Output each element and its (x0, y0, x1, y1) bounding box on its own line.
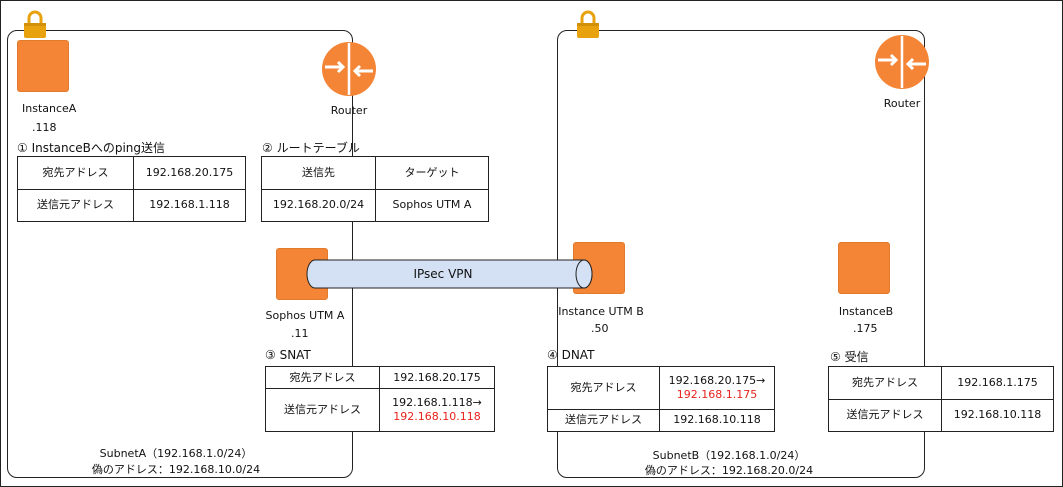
row-value: 192.168.20.175→ 192.168.1.175 (659, 366, 775, 410)
subnet-b-alias: 偽のアドレス：192.168.20.0/24 (644, 464, 814, 477)
column-header: 送信先 (261, 156, 376, 190)
row-label: 宛先アドレス (17, 156, 134, 190)
original-destination: 192.168.20.175→ (668, 373, 766, 387)
row-label: 宛先アドレス (828, 366, 942, 400)
row-label: 宛先アドレス (265, 365, 380, 390)
step5-table: 宛先アドレス 192.168.1.175 送信元アドレス 192.168.10.… (828, 366, 1054, 432)
subnet-a-alias: 偽のアドレス：192.168.10.0/24 (91, 463, 261, 476)
table-header-row: 送信先 ターゲット (261, 156, 489, 190)
row-value: 192.168.10.118 (941, 398, 1054, 432)
row-label: 送信元アドレス (547, 408, 660, 433)
ipsec-vpn-tunnel (306, 259, 593, 289)
translated-source: 192.168.10.118 (393, 410, 481, 424)
router-a-label: Router (330, 104, 368, 117)
column-header: ターゲット (375, 156, 489, 190)
step4-title: ④ DNAT (547, 348, 595, 362)
instance-a-icon (17, 40, 69, 92)
sophos-utm-a-ip: .11 (291, 327, 309, 340)
table-row: 送信元アドレス 192.168.10.118 (828, 398, 1054, 432)
step3-title: ③ SNAT (265, 348, 311, 362)
instance-b-ip: .175 (853, 322, 878, 335)
step2-title: ② ルートテーブル (262, 141, 360, 155)
row-value: 192.168.1.118 (133, 188, 246, 222)
table-row: 送信元アドレス 192.168.1.118→ 192.168.10.118 (265, 388, 495, 432)
row-value: 192.168.20.175 (379, 365, 495, 390)
step4-table: 宛先アドレス 192.168.20.175→ 192.168.1.175 送信元… (547, 366, 775, 433)
subnet-a-label: SubnetA（192.168.1.0/24） (99, 447, 253, 460)
instance-b-label: InstanceB (838, 305, 894, 318)
row-label: 送信元アドレス (265, 388, 380, 432)
table-row: 送信元アドレス 192.168.10.118 (547, 408, 775, 433)
table-row: 宛先アドレス 192.168.20.175→ 192.168.1.175 (547, 366, 775, 410)
step3-table: 宛先アドレス 192.168.20.175 送信元アドレス 192.168.1.… (265, 365, 495, 432)
step1-title: ① InstanceBへのping送信 (17, 141, 166, 155)
router-b-label: Router (883, 97, 921, 110)
row-value: 192.168.1.175 (941, 366, 1054, 400)
original-source: 192.168.1.118→ (392, 396, 482, 410)
table-row: 192.168.20.0/24 Sophos UTM A (261, 188, 489, 222)
router-icon (875, 35, 929, 89)
translated-destination: 192.168.1.175 (676, 387, 758, 401)
table-row: 送信元アドレス 192.168.1.118 (17, 188, 246, 222)
instance-utm-b-ip: .50 (591, 322, 609, 335)
table-row: 宛先アドレス 192.168.20.175 (17, 156, 246, 190)
instance-a-ip: .118 (32, 121, 57, 134)
destination-cell: 192.168.20.0/24 (261, 188, 376, 222)
subnet-b-box (557, 30, 925, 478)
instance-b-icon (838, 242, 890, 294)
padlock-icon (577, 10, 599, 38)
row-label: 宛先アドレス (547, 366, 660, 410)
row-label: 送信元アドレス (828, 398, 942, 432)
instance-utm-b-label: Instance UTM B (558, 305, 644, 318)
router-icon (322, 42, 376, 96)
instance-a-label: InstanceA (22, 102, 77, 115)
table-row: 宛先アドレス 192.168.20.175 (265, 365, 495, 390)
row-value: 192.168.10.118 (659, 408, 775, 433)
subnet-b-label: SubnetB（192.168.1.0/24） (652, 449, 806, 462)
subnet-a-box (7, 30, 353, 478)
row-label: 送信元アドレス (17, 188, 134, 222)
sophos-utm-a-label: Sophos UTM A (265, 309, 345, 322)
target-cell: Sophos UTM A (375, 188, 489, 222)
step5-title: ⑤ 受信 (830, 350, 869, 364)
padlock-icon (24, 10, 46, 38)
step2-table: 送信先 ターゲット 192.168.20.0/24 Sophos UTM A (261, 156, 489, 222)
row-value: 192.168.20.175 (133, 156, 246, 190)
step1-table: 宛先アドレス 192.168.20.175 送信元アドレス 192.168.1.… (17, 156, 246, 222)
row-value: 192.168.1.118→ 192.168.10.118 (379, 388, 495, 432)
ipsec-vpn-label: IPsec VPN (413, 267, 473, 281)
table-row: 宛先アドレス 192.168.1.175 (828, 366, 1054, 400)
